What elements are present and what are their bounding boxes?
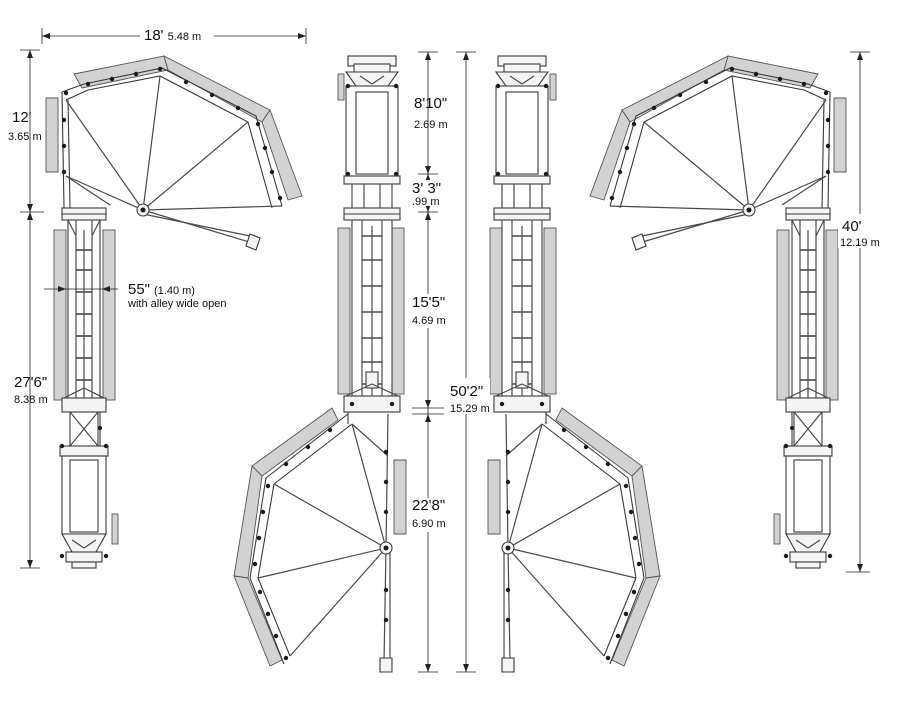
segment-3-metric: 4.69 m (412, 315, 446, 327)
segment-4-metric: 6.90 m (412, 518, 446, 530)
segment-4-imperial: 22'8" (412, 497, 445, 514)
top-width-imperial: 18' (144, 27, 164, 44)
left-lower-imperial: 27'6" (14, 374, 47, 391)
segment-1-metric: 2.69 m (414, 119, 448, 131)
left-upper-metric: 3.65 m (8, 131, 42, 143)
segment-2-imperial: 3' 3" (412, 180, 441, 197)
segment-2-metric: .99 m (412, 196, 440, 208)
segment-1-imperial: 8'10" (414, 95, 447, 112)
dimension-labels: 18' 5.48 m 12' 3.65 m 27'6" 8.38 m 55" (1.… (8, 26, 896, 532)
svg-text:18'5.48 m: 18' 5.48 m (144, 27, 201, 44)
top-width-metric: 5.48 m (168, 31, 202, 43)
right-configuration (589, 55, 847, 569)
centre-left-configuration (233, 55, 407, 673)
alley-width-note: with alley wide open (127, 298, 226, 310)
segment-3-imperial: 15'5" (412, 294, 445, 311)
overall-imperial: 50'2" (450, 383, 483, 400)
right-height-imperial: 40' (842, 218, 862, 235)
overall-metric: 15.29 m (450, 403, 490, 415)
centre-right-configuration (487, 55, 661, 673)
left-lower-metric: 8.38 m (14, 394, 48, 406)
alley-width-metric: (1.40 m) (154, 285, 195, 297)
left-upper-imperial: 12' (12, 109, 32, 126)
dimension-lines (20, 28, 870, 673)
alley-width-imperial: 55" (128, 281, 150, 298)
svg-text:55"(1.40 m): 55" (1.40 m) (128, 281, 195, 298)
right-height-metric: 12.19 m (840, 237, 880, 249)
